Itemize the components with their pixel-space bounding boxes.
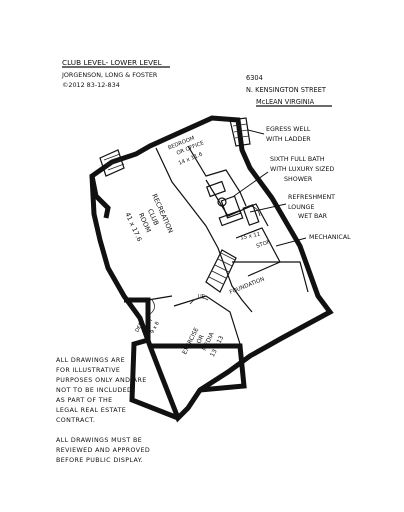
exercise-or: OR [196, 334, 206, 345]
stair-up-label: UP [198, 294, 205, 300]
hall-dim: 15 x 11 [240, 231, 261, 241]
den-wall [124, 297, 179, 421]
lounge-text-2: LOUNGE [288, 204, 314, 211]
address-street: N. KENSINGTON STREET [246, 86, 327, 94]
mechanical-callout: MECHANICAL [275, 234, 351, 247]
partition-main [155, 147, 253, 313]
disclaimer-line: AS PART OF THE [56, 397, 113, 404]
stor-name: STOR [256, 239, 272, 250]
lounge-text-1: REFRESHMENT [288, 194, 335, 201]
interior-partitions [147, 145, 309, 345]
plan-title: CLUB LEVEL- LOWER LEVEL [62, 58, 163, 67]
outer-wall [89, 115, 334, 423]
foundation-partition [232, 261, 309, 293]
disclaimer: ALL DRAWINGS ARE FOR ILLUSTRATIVE PURPOS… [56, 357, 150, 464]
bath-fixtures [206, 180, 242, 219]
stor-partition [235, 227, 281, 277]
firm-name: JORGENSON, LONG & FOSTER [61, 71, 158, 79]
bath-text-3: SHOWER [284, 176, 313, 183]
disclaimer-line: FOR ILLUSTRATIVE [56, 367, 120, 374]
disclaimer-line: REVIEWED AND APPROVED [56, 447, 150, 454]
disclaimer-line: ALL DRAWINGS MUST BE [56, 437, 142, 444]
exercise-partition [173, 295, 241, 345]
plan-walls [89, 115, 334, 423]
foundation-name: FOUNDATION [229, 276, 266, 295]
copyright-line: ©2012 83-12-834 [62, 81, 120, 89]
mechanical-leader [275, 237, 307, 247]
egress-text-1: EGRESS WELL [266, 126, 311, 133]
stair [205, 249, 237, 293]
disclaimer-line: NOT TO BE INCLUDED [56, 387, 132, 394]
disclaimer-line: BEFORE PUBLIC DISPLAY. [56, 457, 143, 464]
disclaimer-line: ALL DRAWINGS ARE [56, 357, 125, 364]
disclaimer-line: LEGAL REAL ESTATE [56, 407, 126, 414]
egress-text-2: WITH LADDER [266, 136, 311, 143]
wetbar-text: WET BAR [298, 213, 328, 220]
bath-callout: SIXTH FULL BATH WITH LUXURY SIZED SHOWER [233, 156, 334, 197]
door-swings [149, 205, 261, 315]
bath-text-1: SIXTH FULL BATH [270, 156, 325, 163]
disclaimer-line: CONTRACT. [56, 417, 95, 424]
bath-partition [205, 179, 269, 227]
den-dim: 9 x 8 [150, 321, 161, 335]
den-name: DEN- [134, 319, 145, 333]
exercise-lower-wall [150, 343, 247, 393]
lounge-leader [249, 203, 287, 213]
rec-room-label: RECREATION CLUB ROOM 41 x 17.6 [123, 193, 174, 243]
lounge-callout: REFRESHMENT LOUNGE WET BAR [249, 194, 335, 220]
mechanical-text: MECHANICAL [309, 234, 351, 241]
den-partition [147, 295, 173, 301]
stair-outline [205, 249, 237, 293]
egress-well-icon [229, 117, 251, 147]
foundation-label: FOUNDATION [229, 276, 266, 295]
bedroom-partition [187, 145, 247, 207]
address-number: 6304 [246, 74, 263, 82]
egress-steps-left [99, 149, 125, 177]
egress-callout: EGRESS WELL WITH LADDER [247, 126, 311, 143]
bath-text-2: WITH LUXURY SIZED [270, 166, 334, 173]
disclaimer-line: PURPOSES ONLY AND ARE [56, 377, 147, 384]
bath-leader [233, 171, 269, 197]
address-city: McLEAN VIRGINIA [256, 98, 315, 106]
left-stub-wall [89, 175, 111, 219]
egress-leader [247, 129, 265, 135]
wetbar-fixtures [218, 204, 260, 227]
exercise-label: EXERCISE OR MEDIA 13 x 13 [181, 326, 225, 358]
